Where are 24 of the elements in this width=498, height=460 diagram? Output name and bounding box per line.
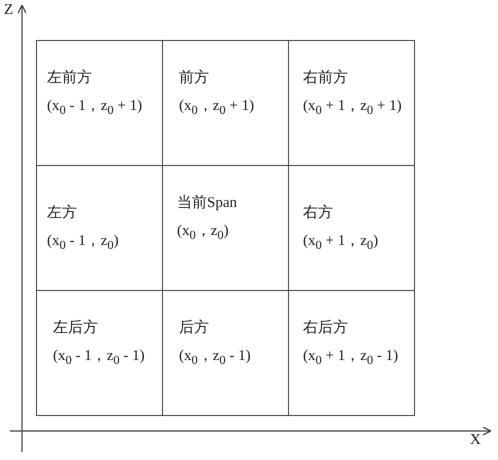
coordinate-label: (x$_{0}$ - 1，z$_{0}$ - 1) [53, 347, 146, 369]
coordinate-label: (x$_{0}$ - 1，z$_{0}$) [47, 232, 120, 254]
coordinate-label: (x$_{0}$，z$_{0}$ - 1) [179, 347, 252, 369]
grid-cell [288, 290, 415, 416]
direction-label: 后方 [179, 318, 210, 338]
coordinate-label: (x$_{0}$ - 1，z$_{0}$ + 1) [47, 97, 144, 119]
direction-label: 左方 [47, 203, 78, 223]
axis-label: X [470, 432, 481, 449]
direction-label: 左前方 [47, 68, 93, 88]
coordinate-label: (x$_{0}$ + 1，z$_{0}$ - 1) [303, 347, 400, 369]
direction-label: 当前Span [177, 194, 238, 213]
grid-cell [36, 40, 163, 166]
coordinate-label: (x$_{0}$ + 1，z$_{0}$ + 1) [303, 97, 403, 119]
grid-cell [288, 40, 415, 166]
coordinate-label: (x$_{0}$，z$_{0}$) [177, 222, 230, 244]
direction-label: 左后方 [53, 318, 99, 338]
direction-label: 右后方 [303, 318, 349, 338]
axis-label: Z [4, 2, 14, 19]
coordinate-label: (x$_{0}$ + 1，z$_{0}$) [303, 232, 380, 254]
coordinate-label: (x$_{0}$，z$_{0}$ + 1) [179, 97, 256, 119]
direction-label: 右前方 [303, 68, 349, 88]
grid-cell [36, 290, 163, 416]
direction-label: 右方 [303, 203, 334, 223]
direction-label: 前方 [179, 68, 210, 88]
